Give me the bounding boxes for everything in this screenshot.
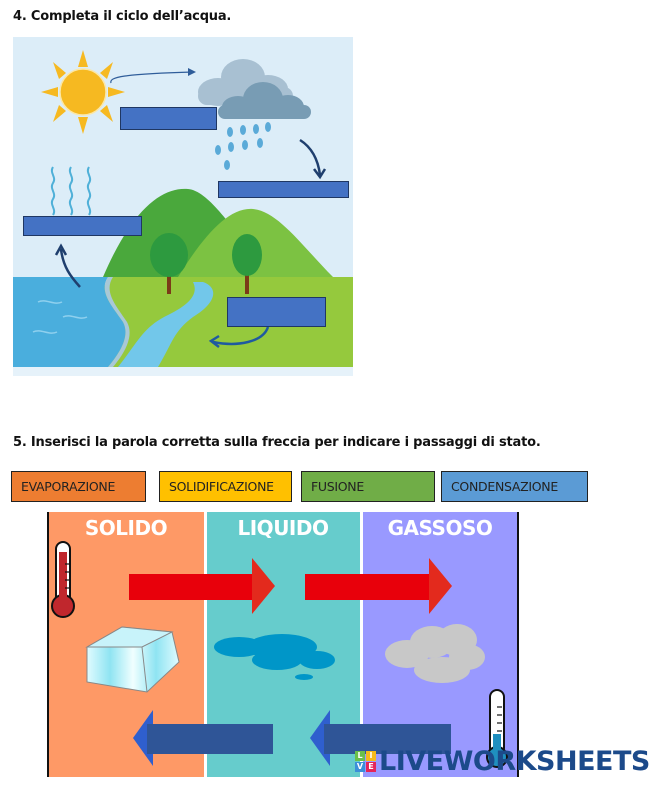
water-cycle-drawing <box>13 37 353 376</box>
answer-box-condensation[interactable] <box>120 107 217 130</box>
brand-name: LIVEWORKSHEETS <box>379 745 650 777</box>
arrow-liquid-to-solid[interactable] <box>133 710 273 766</box>
runoff-arrow <box>212 326 270 346</box>
divider <box>204 512 207 777</box>
tree-icon <box>150 233 188 294</box>
cloud-icon <box>385 624 485 683</box>
runoff-arrow-head <box>208 334 220 348</box>
tree-icon <box>232 234 262 294</box>
states-of-matter-diagram: SOLIDO LIQUIDO GASSOSO <box>47 512 519 777</box>
divider <box>360 512 363 777</box>
word-chip-solidificazione[interactable]: SOLIDIFICAZIONE <box>159 471 292 502</box>
arrow-solid-to-liquid[interactable] <box>129 558 275 614</box>
evaporation-arrow <box>59 248 81 288</box>
sea <box>13 277 126 367</box>
sun-icon <box>41 50 125 134</box>
rain-cloud-icon <box>198 59 311 170</box>
word-chip-evaporazione[interactable]: EVAPORAZIONE <box>11 471 146 502</box>
evaporation-arrow-head <box>54 243 68 256</box>
ice-cube-icon <box>85 626 180 693</box>
thermometer-cold-icon <box>486 689 508 768</box>
vapor-icon <box>50 166 92 216</box>
logo-tiles-icon: L I V E <box>355 750 376 772</box>
state-label-solid: SOLIDO <box>84 516 168 540</box>
state-label-gas: GASSOSO <box>387 516 493 540</box>
river <box>118 282 214 367</box>
thermometer-hot-icon <box>51 541 75 618</box>
answer-box-runoff[interactable] <box>227 297 326 327</box>
sun-arrow-head <box>188 68 196 76</box>
waves <box>32 300 88 334</box>
state-label-liquid: LIQUIDO <box>237 516 329 540</box>
answer-box-evaporation[interactable] <box>23 216 142 236</box>
water-cycle-illustration <box>13 37 353 376</box>
answer-box-precipitation[interactable] <box>218 181 349 198</box>
rain-arrow-head <box>313 168 327 180</box>
question-5-title: 5. Inserisci la parola corretta sulla fr… <box>13 435 541 450</box>
sun-arrow <box>110 71 194 84</box>
word-chip-condensazione[interactable]: CONDENSAZIONE <box>441 471 588 502</box>
liveworksheets-logo: L I V E LIVEWORKSHEETS <box>355 744 650 778</box>
water-puddle-icon <box>214 634 335 680</box>
word-chip-fusione[interactable]: FUSIONE <box>301 471 435 502</box>
rain-arrow <box>299 138 322 176</box>
arrow-gas-to-liquid[interactable] <box>310 710 451 766</box>
question-4-title: 4. Completa il ciclo dell’acqua. <box>13 9 232 24</box>
arrow-liquid-to-gas[interactable] <box>305 558 452 614</box>
states-drawing <box>47 512 519 777</box>
